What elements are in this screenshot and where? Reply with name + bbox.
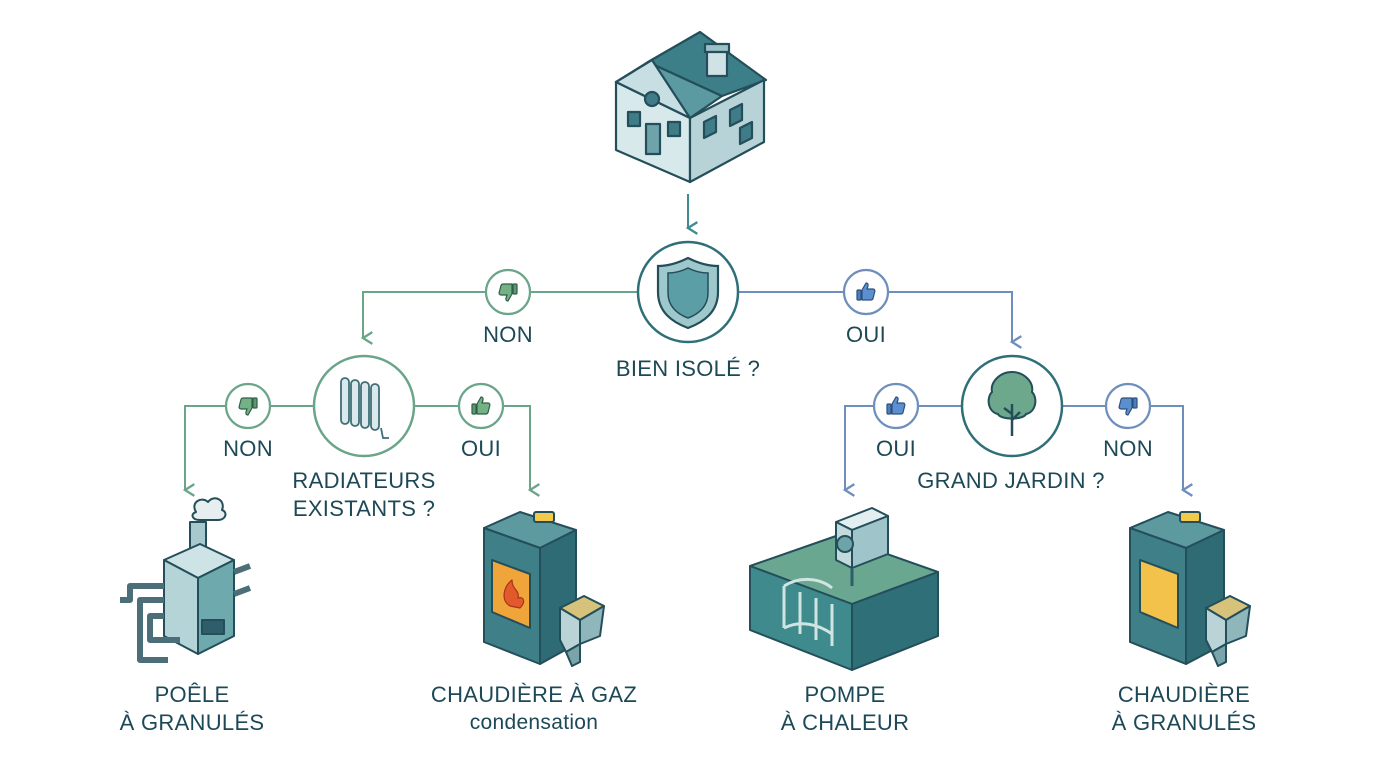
result-gaz-line2: condensation <box>469 711 599 734</box>
badge-right-no <box>1104 382 1152 430</box>
question-bien-isole: BIEN ISOLÉ ? <box>615 356 761 381</box>
result-pompe-line1: POMPE <box>804 682 886 707</box>
connector-left-no <box>182 405 316 497</box>
connector-root-left <box>360 291 638 345</box>
tree-icon <box>987 370 1037 436</box>
house-icon <box>614 30 768 184</box>
radiator-icon <box>340 377 389 439</box>
answer-root-right: OUI <box>845 322 886 347</box>
result-pompe-line2: À CHALEUR <box>780 710 910 735</box>
node-grand-jardin <box>960 354 1064 458</box>
question-radiateurs-line2: EXISTANTS ? <box>292 496 436 521</box>
answer-left-no: NON <box>223 436 273 461</box>
answer-right-no: NON <box>1103 436 1153 461</box>
badge-root-right <box>842 268 890 316</box>
question-radiateurs-line1: RADIATEURS <box>292 468 436 493</box>
answer-right-yes: OUI <box>875 436 916 461</box>
result-granules-line2: À GRANULÉS <box>1111 710 1257 735</box>
question-grand-jardin: GRAND JARDIN ? <box>917 468 1105 493</box>
shield-icon <box>656 256 720 330</box>
connector-right-no <box>1062 405 1193 497</box>
connector-root-right <box>738 291 1022 349</box>
result-granules-line1: CHAUDIÈRE <box>1117 682 1251 707</box>
gas-boiler-icon <box>483 511 605 667</box>
node-bien-isole <box>636 240 740 344</box>
result-gaz-line1: CHAUDIÈRE À GAZ <box>430 682 638 707</box>
connector-left-yes <box>412 405 540 497</box>
heat-pump-icon <box>749 507 939 671</box>
badge-right-yes <box>872 382 920 430</box>
badge-left-yes <box>457 382 505 430</box>
result-poele-line1: POÊLE <box>154 682 230 707</box>
badge-root-left <box>484 268 532 316</box>
result-poele-line2: À GRANULÉS <box>119 710 265 735</box>
pellet-boiler-icon <box>1129 511 1251 667</box>
connectors <box>182 194 1193 497</box>
node-radiateurs <box>312 354 416 458</box>
connector-right-yes <box>842 405 962 497</box>
answer-root-left: NON <box>483 322 533 347</box>
badge-left-no <box>224 382 272 430</box>
boiler-stove-icon <box>120 497 252 663</box>
answer-left-yes: OUI <box>460 436 501 461</box>
